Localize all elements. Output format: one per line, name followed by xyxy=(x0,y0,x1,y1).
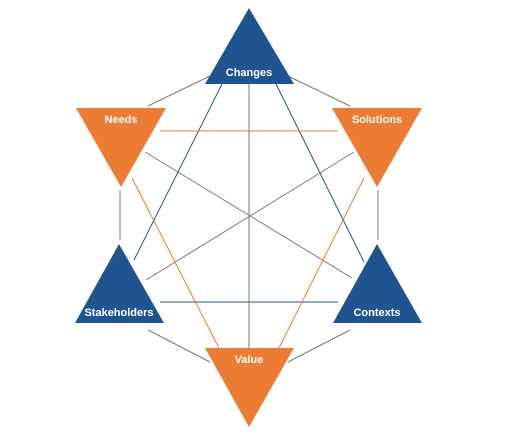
edge-contexts-value xyxy=(287,329,351,363)
node-solutions-shape xyxy=(332,108,422,187)
edge-needs-changes xyxy=(147,75,211,107)
node-value: Value xyxy=(205,348,294,427)
node-needs-shape xyxy=(76,108,166,187)
node-contexts-label: Contexts xyxy=(353,307,400,319)
node-needs: Needs xyxy=(76,108,166,187)
internal-lines xyxy=(131,83,365,355)
line-needs-value xyxy=(131,177,223,355)
node-needs-label: Needs xyxy=(104,114,137,126)
edge-changes-solutions xyxy=(287,75,351,107)
perimeter-lines xyxy=(119,75,379,363)
line-solutions-value xyxy=(275,177,365,355)
node-solutions: Solutions xyxy=(332,108,422,187)
line-changes-stakeholders xyxy=(133,83,223,261)
node-changes: Changes xyxy=(205,8,294,84)
node-value-shape xyxy=(205,348,294,427)
node-value-label: Value xyxy=(235,354,264,366)
node-solutions-label: Solutions xyxy=(352,114,402,126)
edge-value-stakeholders xyxy=(147,329,211,363)
node-changes-shape xyxy=(205,8,294,84)
line-needs-contexts xyxy=(144,151,353,279)
node-stakeholders-label: Stakeholders xyxy=(84,307,153,319)
node-contexts: Contexts xyxy=(333,244,422,323)
node-changes-label: Changes xyxy=(226,67,272,79)
line-changes-contexts xyxy=(275,83,365,263)
node-contexts-shape xyxy=(333,244,422,323)
node-stakeholders-shape xyxy=(75,244,164,323)
node-stakeholders: Stakeholders xyxy=(75,244,164,323)
line-solutions-stakeholders xyxy=(145,151,355,281)
